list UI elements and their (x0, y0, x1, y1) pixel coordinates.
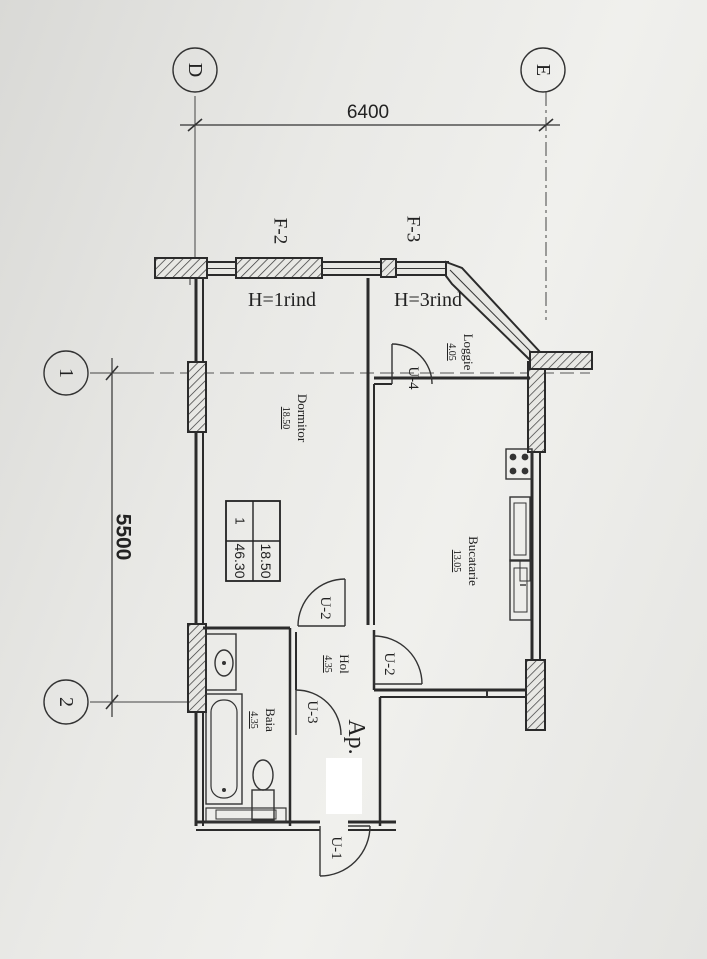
window-f2-label: F-2 (270, 218, 291, 244)
svg-text:4.35: 4.35 (322, 655, 333, 673)
svg-text:Dormitor: Dormitor (295, 394, 310, 443)
dimension-width: 6400 (180, 102, 560, 132)
svg-text:U-3: U-3 (304, 700, 320, 723)
svg-text:Bucatarie: Bucatarie (466, 536, 481, 586)
axis-marker-1: 1 (43, 350, 89, 396)
svg-text:2: 2 (55, 697, 77, 707)
axis-marker-e: E (520, 47, 566, 93)
bathtub-icon (205, 693, 243, 805)
window-h3-label: H=3rind (394, 289, 462, 311)
dimension-width-label: 6400 (347, 102, 389, 123)
toilet-icon (251, 759, 275, 821)
window-h1-label: H=1rind (248, 289, 316, 311)
dimension-depth: 5500 (105, 358, 135, 717)
column-axis-1 (187, 361, 207, 433)
room-baia: Baia 4.35 (248, 708, 278, 732)
window-f3-label: F-3 (403, 216, 424, 242)
grid-axes: D E 1 2 (43, 47, 590, 725)
dimension-depth-label: 5500 (112, 514, 135, 561)
fixtures (205, 448, 533, 823)
room-dormitor: Dormitor 18.50 (280, 394, 310, 443)
room-bucatarie: Bucatarie 13.05 (451, 536, 481, 586)
axis-marker-2: 2 (43, 679, 89, 725)
svg-text:U-4: U-4 (405, 366, 421, 390)
svg-text:U-1: U-1 (328, 836, 344, 859)
svg-text:4.35: 4.35 (248, 711, 259, 729)
door-u2-kitchen: U-2 (373, 635, 423, 685)
svg-text:D: D (184, 63, 206, 77)
door-u1: U-1 (319, 825, 371, 877)
room-labels: Dormitor 18.50 Bucatarie 13.05 Loggie 4.… (248, 334, 481, 733)
svg-text:Loggie: Loggie (461, 334, 476, 371)
window-wall (154, 257, 542, 362)
redaction-patch (326, 758, 362, 814)
axis-marker-d: D (172, 47, 218, 93)
column-axis-2 (187, 623, 207, 713)
svg-text:U-2: U-2 (317, 596, 333, 619)
svg-text:1: 1 (55, 368, 77, 378)
svg-text:4.05: 4.05 (446, 343, 457, 361)
door-u2-dormitor: U-2 (297, 578, 346, 627)
svg-text:13.05: 13.05 (451, 550, 462, 573)
stove-icon (505, 448, 533, 480)
svg-text:E: E (532, 64, 554, 76)
svg-text:18.50: 18.50 (280, 407, 291, 430)
svg-text:Baia: Baia (263, 708, 278, 732)
door-u4: U-4 (391, 343, 433, 390)
room-hol: Hol 4.35 (322, 654, 352, 674)
walls (187, 278, 593, 831)
svg-text:Hol: Hol (337, 654, 352, 674)
apartment-label: Ap. (326, 719, 369, 814)
window-labels: F-2 F-3 H=1rind H=3rind (248, 216, 462, 311)
svg-text:Ap.: Ap. (343, 719, 369, 754)
room-loggie: Loggie 4.05 (446, 334, 476, 371)
door-u3: U-3 (295, 689, 342, 736)
kitchen-counter-icon (509, 496, 531, 582)
kitchen-sink-icon (509, 559, 532, 621)
washbasin-icon (205, 633, 237, 691)
total-area: 46.30 (232, 543, 248, 578)
area-table: 1 18.50 46.30 (225, 500, 281, 582)
svg-text:U-2: U-2 (381, 652, 397, 675)
rooms-count: 1 (233, 517, 248, 524)
living-area: 18.50 (258, 543, 274, 578)
doors: U-4 U-2 U-2 U-3 U-1 (295, 343, 433, 877)
